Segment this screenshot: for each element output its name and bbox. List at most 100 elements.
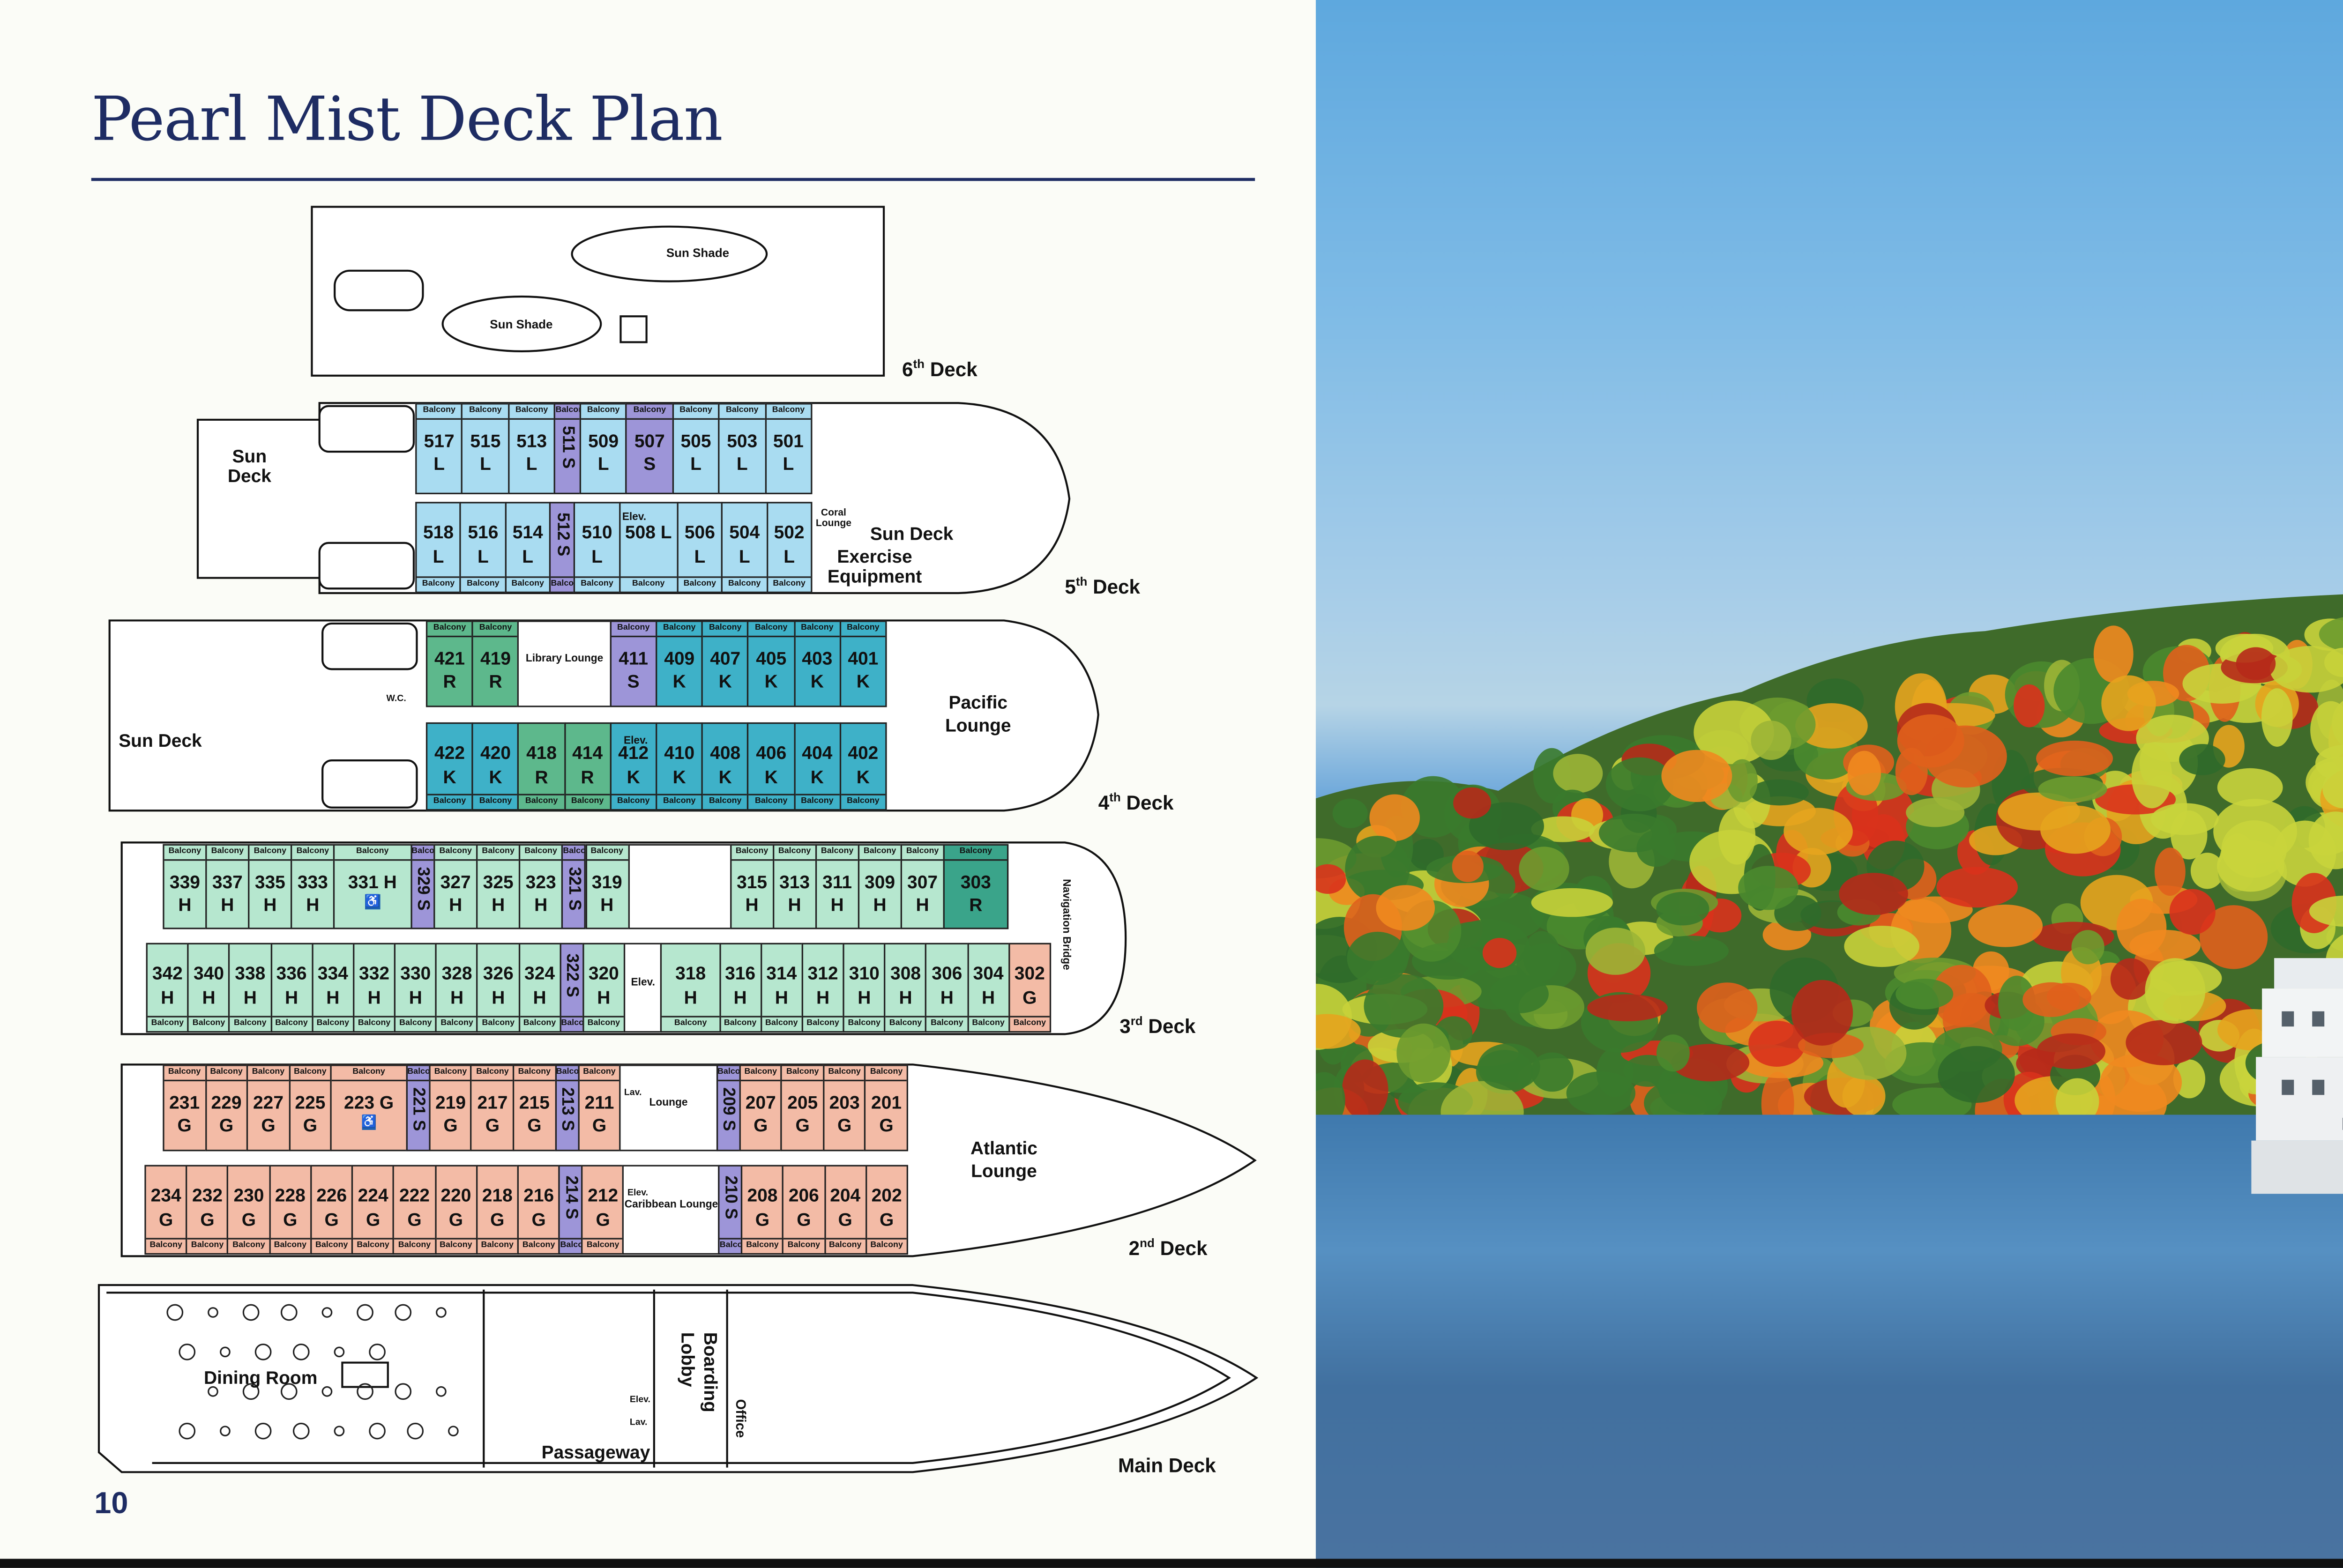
cabin-214[interactable]: Balcony214 S xyxy=(559,1165,583,1255)
cabin-322[interactable]: Balcony322 S xyxy=(560,943,584,1033)
cabin-209[interactable]: Balcony209 S xyxy=(716,1064,741,1152)
cabin-210[interactable]: Balcony210 S xyxy=(718,1165,743,1255)
cabin-221[interactable]: Balcony221 S xyxy=(406,1064,431,1152)
cabin-321[interactable]: Balcony321 S xyxy=(561,844,587,929)
cabin-329[interactable]: Balcony329 S xyxy=(410,844,435,929)
cabin-511[interactable]: Balcony511 S xyxy=(554,403,581,495)
cabin-213[interactable]: Balcony213 S xyxy=(554,1064,579,1152)
cabin-512[interactable]: Balcony512 S xyxy=(549,502,575,594)
